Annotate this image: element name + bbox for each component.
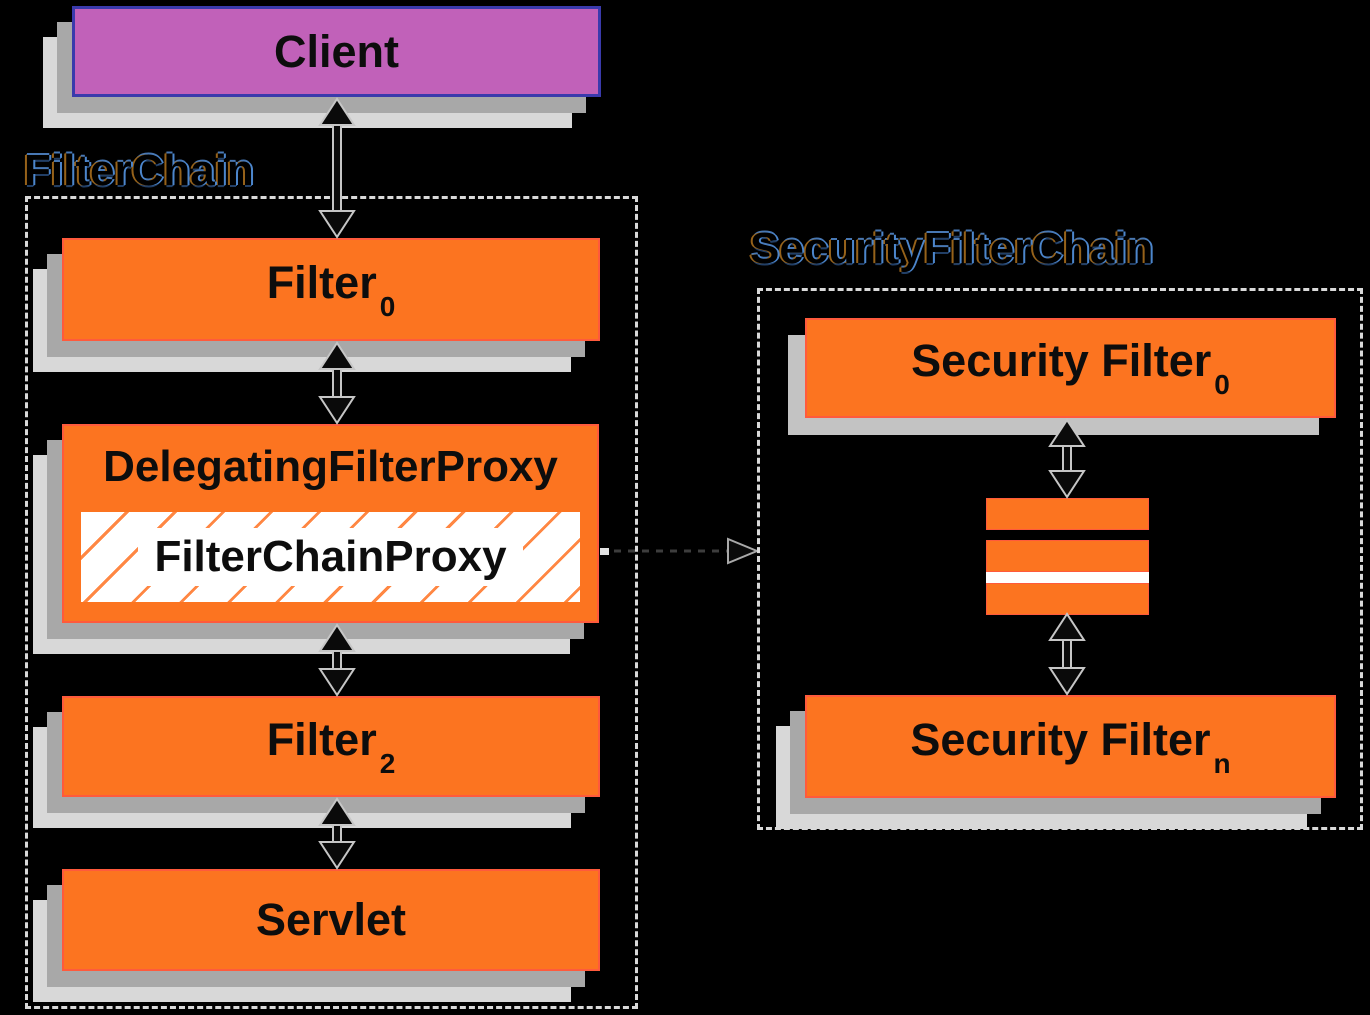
securityfilter0-bars-arrow [1048,418,1086,499]
filterchainproxy-securityfilterchain-arrow [600,537,760,565]
filter-chain-proxy-box: FilterChainProxy [77,508,584,606]
filterchain-label: FilterChain [24,146,254,195]
filter-bar [986,540,1149,572]
more-filters-ellipsis [986,498,1149,615]
filter0-subscript: 0 [379,290,396,322]
filter2-base-text: Filter [266,713,377,765]
filter2-subscript: 2 [379,747,396,779]
filterchain-container [25,196,638,1009]
bars-securityfiltern-arrow [1048,612,1086,696]
security-filter-0-base-text: Security Filter [911,335,1212,386]
filter-bar [986,498,1149,530]
securityfilterchain-container [757,288,1363,830]
security-filter-n-subscript: n [1213,747,1231,779]
filter-chain-proxy-label: FilterChainProxy [138,528,523,586]
delegatingproxy-filter2-arrow [318,623,356,697]
delegating-filter-proxy-box: DelegatingFilterProxy FilterChainProxy [62,424,599,623]
servlet-box: Servlet [62,869,600,971]
securityfilterchain-label: SecurityFilterChain [750,224,1154,273]
bar-gap-white [986,572,1149,583]
security-filter-0-subscript: 0 [1214,369,1230,400]
bar-gap [986,530,1149,540]
servlet-label: Servlet [255,894,407,945]
client-label: Client [273,25,399,77]
filter2-servlet-arrow [318,797,356,870]
delegating-filter-proxy-label: DelegatingFilterProxy [103,442,558,491]
client-box: Client [72,6,601,97]
filter0-base-text: Filter [266,256,377,308]
filter0-delegatingproxy-arrow [318,341,356,425]
client-filter0-arrow [318,97,356,239]
security-filter-n-base-text: Security Filter [910,713,1211,765]
filter-bar [986,583,1149,615]
